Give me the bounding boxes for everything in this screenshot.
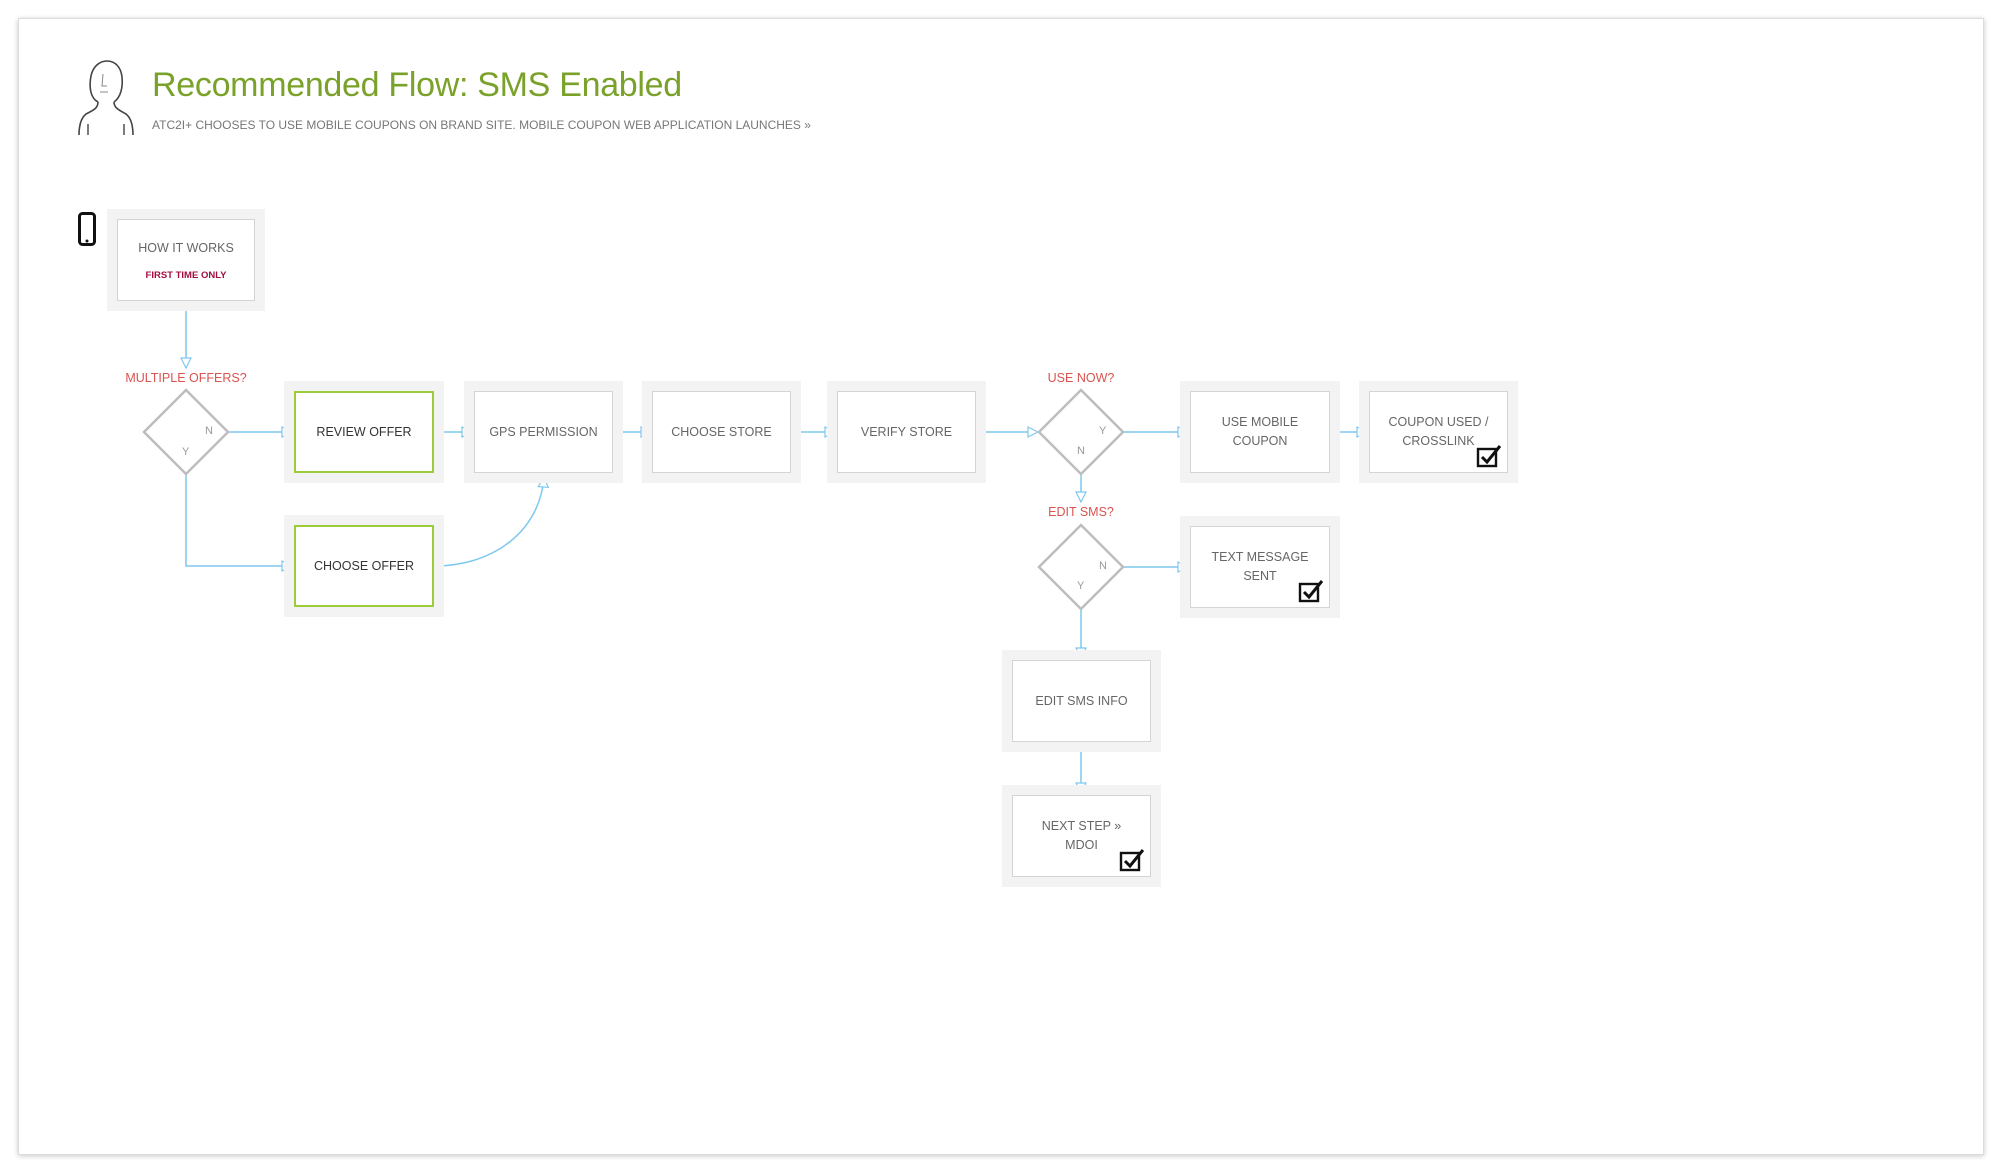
node-text-message-sent-label: TEXT MESSAGE SENT bbox=[1211, 550, 1309, 583]
decision-use-now-yes: Y bbox=[1099, 425, 1107, 437]
user-outline-icon bbox=[78, 60, 134, 136]
connector-multiple-yes bbox=[185, 474, 292, 566]
node-choose-store-label: CHOOSE STORE bbox=[671, 424, 772, 439]
node-gps-permission-label: GPS PERMISSION bbox=[489, 424, 598, 439]
decision-multiple-offers-question: MULTIPLE OFFERS? bbox=[125, 371, 247, 385]
decision-multiple-offers bbox=[142, 388, 230, 476]
decision-use-now bbox=[1037, 388, 1125, 476]
node-choose-store: CHOOSE STORE bbox=[652, 391, 791, 473]
node-next-step-label: NEXT STEP » MDOI bbox=[1041, 819, 1122, 852]
decision-edit-sms bbox=[1037, 523, 1125, 611]
decision-edit-sms-question: EDIT SMS? bbox=[1048, 505, 1114, 519]
decision-multiple-offers-no: N bbox=[205, 425, 213, 437]
node-verify-store-label: VERIFY STORE bbox=[860, 424, 953, 439]
mobile-phone-icon bbox=[78, 212, 96, 246]
node-use-mobile-coupon-label: USE MOBILE COUPON bbox=[1221, 415, 1299, 448]
node-use-mobile-coupon: USE MOBILE COUPON bbox=[1190, 391, 1330, 473]
node-review-offer-label: REVIEW OFFER bbox=[316, 424, 412, 439]
decision-edit-sms-no: N bbox=[1099, 560, 1107, 572]
decision-use-now-question: USE NOW? bbox=[1047, 371, 1115, 385]
node-coupon-used-label: COUPON USED / CROSSLINK bbox=[1388, 415, 1489, 448]
checkbox-checked-icon bbox=[1119, 849, 1145, 872]
node-choose-offer-label: CHOOSE OFFER bbox=[313, 558, 414, 573]
decision-edit-sms-yes: Y bbox=[1077, 580, 1085, 592]
page-subtitle: ATC2I+ CHOOSES TO USE MOBILE COUPONS ON … bbox=[152, 118, 811, 132]
checkbox-checked-icon bbox=[1298, 580, 1324, 603]
page-title: Recommended Flow: SMS Enabled bbox=[152, 66, 682, 104]
node-next-step: NEXT STEP » MDOI bbox=[1012, 795, 1151, 877]
connector-choose-offer-gps bbox=[433, 477, 544, 567]
node-coupon-used: COUPON USED / CROSSLINK bbox=[1369, 391, 1508, 473]
node-how-it-works-label: HOW IT WORKS bbox=[138, 241, 234, 255]
node-how-it-works-note: FIRST TIME ONLY bbox=[145, 270, 227, 281]
node-choose-offer: CHOOSE OFFER bbox=[294, 525, 434, 607]
node-gps-permission: GPS PERMISSION bbox=[474, 391, 613, 473]
node-how-it-works: HOW IT WORKS FIRST TIME ONLY bbox=[117, 219, 255, 301]
decision-use-now-no: N bbox=[1077, 445, 1085, 457]
node-review-offer: REVIEW OFFER bbox=[294, 391, 434, 473]
checkbox-checked-icon bbox=[1476, 445, 1502, 468]
node-verify-store: VERIFY STORE bbox=[837, 391, 976, 473]
node-text-message-sent: TEXT MESSAGE SENT bbox=[1190, 526, 1330, 608]
node-edit-sms-info: EDIT SMS INFO bbox=[1012, 660, 1151, 742]
decision-multiple-offers-yes: Y bbox=[182, 446, 190, 458]
node-edit-sms-info-label: EDIT SMS INFO bbox=[1035, 693, 1128, 708]
